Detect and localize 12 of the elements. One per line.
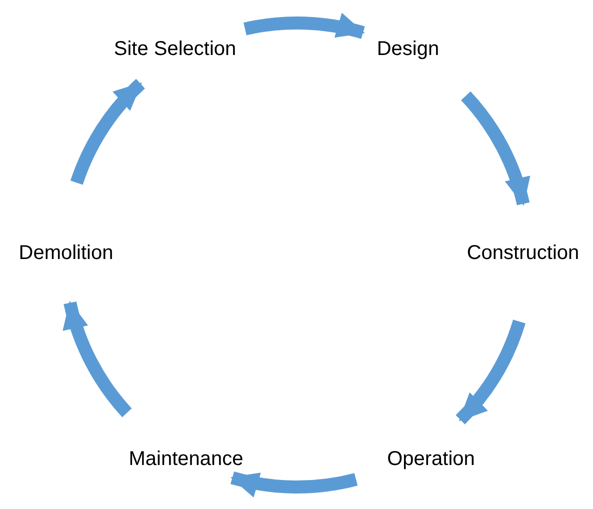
curved-arrow	[244, 14, 365, 40]
stage-label: Maintenance	[128, 446, 244, 472]
curved-arrow	[230, 471, 358, 496]
curved-arrow	[455, 319, 526, 424]
stage-label: Demolition	[18, 240, 114, 266]
stage-label: Site Selection	[114, 36, 236, 62]
stage-label: Construction	[466, 240, 580, 266]
stage-label: Operation	[387, 446, 475, 472]
curved-arrow	[460, 92, 530, 206]
curved-arrow	[70, 79, 146, 186]
curved-arrow	[64, 300, 132, 417]
stage-label: Design	[376, 36, 440, 62]
